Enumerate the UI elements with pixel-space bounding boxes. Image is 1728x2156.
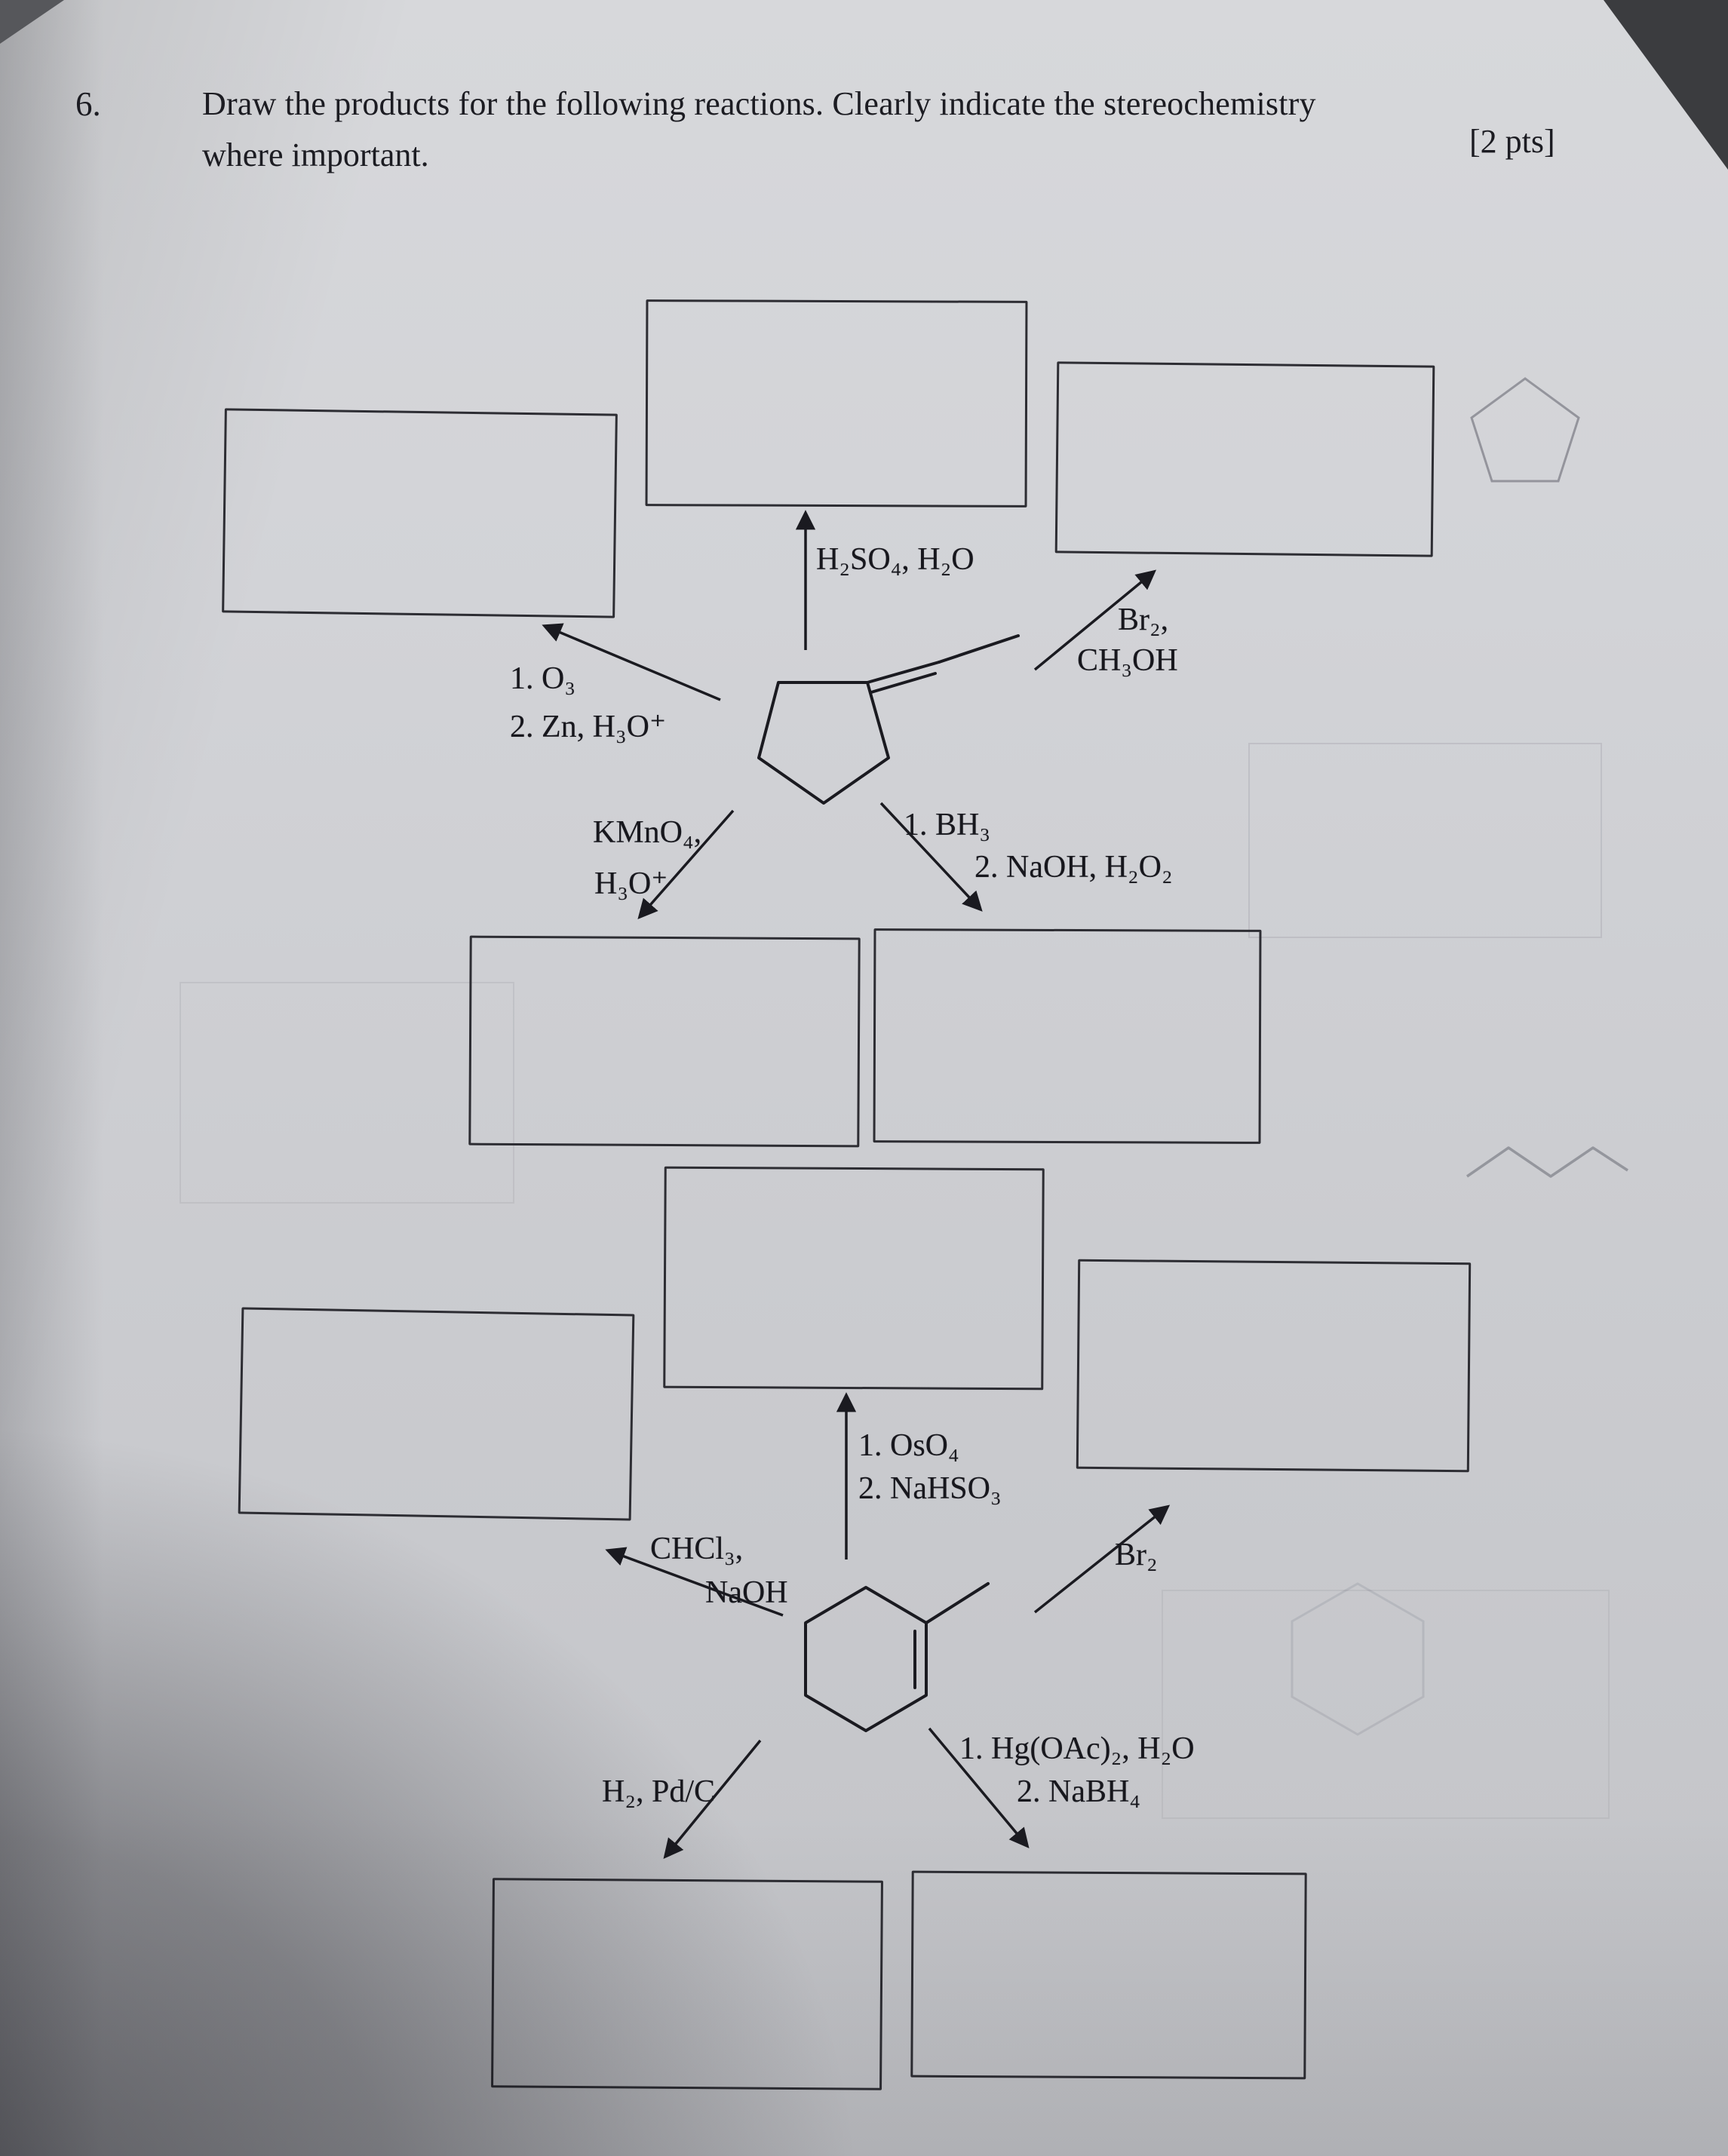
label-permanganate-line1: KMnO₄, [593,815,702,850]
label-carbene-line2: NaOH [705,1575,788,1610]
label-hydroboration-line1: 1. BH₃ [904,808,990,842]
label-bromination1-line2: CH₃OH [1077,643,1178,678]
label-oxymercuration-line1: 1. Hg(OAc)₂, H₂O [959,1731,1195,1766]
label-carbene-line1: CHCl₃, [650,1532,744,1566]
label-dihydroxylation-line2: 2. NaHSO₃ [858,1471,1002,1506]
label-ozonolysis-line1: 1. O₃ [510,661,575,696]
label-bromination2: Br₂ [1115,1538,1158,1572]
label-hydration: H₂SO₄, H₂O [816,542,974,577]
label-hydroboration-line2: 2. NaOH, H₂O₂ [974,850,1173,885]
label-bromination1-line1: Br₂, [1118,603,1169,637]
label-oxymercuration-line2: 2. NaBH₄ [1017,1774,1140,1809]
label-hydrogenation: H₂, Pd/C [602,1774,716,1809]
label-dihydroxylation-line1: 1. OsO₄ [858,1428,959,1463]
label-permanganate-line2: H₃O⁺ [594,866,668,901]
label-ozonolysis-line2: 2. Zn, H₃O⁺ [510,710,667,744]
